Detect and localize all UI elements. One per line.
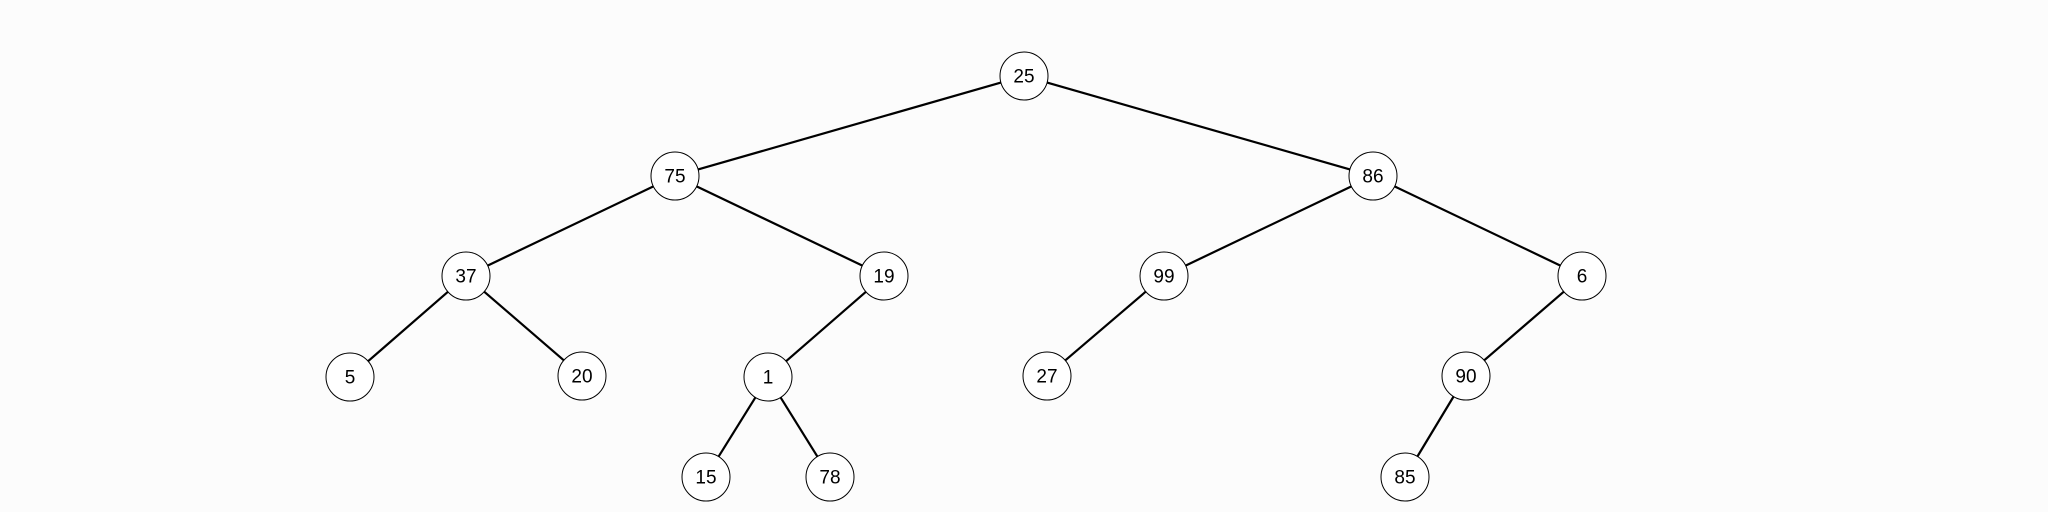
node-circle: [743, 352, 793, 402]
node-circle: [1139, 251, 1189, 301]
node-circle: [1348, 151, 1398, 201]
edge-19-1: [785, 290, 867, 363]
node-label: 1: [763, 368, 774, 389]
tree-node-5: 5: [325, 352, 375, 402]
tree-edges: [367, 81, 1565, 458]
node-circle: [1441, 351, 1491, 401]
node-label: 6: [1577, 267, 1588, 288]
node-circle: [805, 452, 855, 502]
edge-1-15: [717, 396, 757, 458]
tree-nodes: 25 75 86 37 19 99 6 5 20 1 27 90 15 78 85: [325, 51, 1607, 502]
tree-node-75: 75: [650, 151, 700, 201]
node-label: 99: [1153, 267, 1174, 288]
node-circle: [325, 352, 375, 402]
node-circle: [441, 251, 491, 301]
node-circle: [681, 452, 731, 502]
node-label: 37: [455, 267, 476, 288]
node-label: 20: [571, 367, 592, 388]
node-circle: [1557, 251, 1607, 301]
edge-1-78: [779, 396, 819, 458]
tree-node-20: 20: [557, 351, 607, 401]
edge-86-99: [1185, 185, 1352, 267]
edge-37-20: [483, 290, 565, 362]
node-label: 86: [1362, 167, 1383, 188]
tree-node-78: 78: [805, 452, 855, 502]
node-circle: [999, 51, 1049, 101]
tree-node-99: 99: [1139, 251, 1189, 301]
tree-node-37: 37: [441, 251, 491, 301]
node-label: 5: [345, 368, 356, 389]
edge-99-27: [1064, 290, 1147, 362]
tree-node-86: 86: [1348, 151, 1398, 201]
tree-node-27: 27: [1022, 351, 1072, 401]
edge-25-86: [1046, 81, 1351, 171]
node-circle: [1380, 452, 1430, 502]
edge-37-5: [367, 290, 449, 363]
edge-86-6: [1394, 185, 1561, 267]
edge-75-37: [487, 185, 654, 267]
edge-90-85: [1416, 395, 1455, 458]
tree-node-25: 25: [999, 51, 1049, 101]
node-label: 25: [1013, 67, 1034, 88]
tree-node-1: 1: [743, 352, 793, 402]
node-circle: [557, 351, 607, 401]
tree-node-90: 90: [1441, 351, 1491, 401]
node-label: 90: [1455, 367, 1476, 388]
node-label: 78: [819, 468, 840, 489]
node-circle: [1022, 351, 1072, 401]
node-label: 19: [873, 267, 894, 288]
tree-node-19: 19: [859, 251, 909, 301]
node-circle: [859, 251, 909, 301]
node-circle: [650, 151, 700, 201]
tree-node-85: 85: [1380, 452, 1430, 502]
tree-node-6: 6: [1557, 251, 1607, 301]
tree-node-15: 15: [681, 452, 731, 502]
node-label: 85: [1394, 468, 1415, 489]
node-label: 27: [1036, 367, 1057, 388]
edge-25-75: [697, 81, 1002, 171]
edge-6-90: [1483, 290, 1565, 362]
node-label: 75: [664, 167, 685, 188]
edge-75-19: [696, 185, 863, 267]
node-label: 15: [695, 468, 716, 489]
